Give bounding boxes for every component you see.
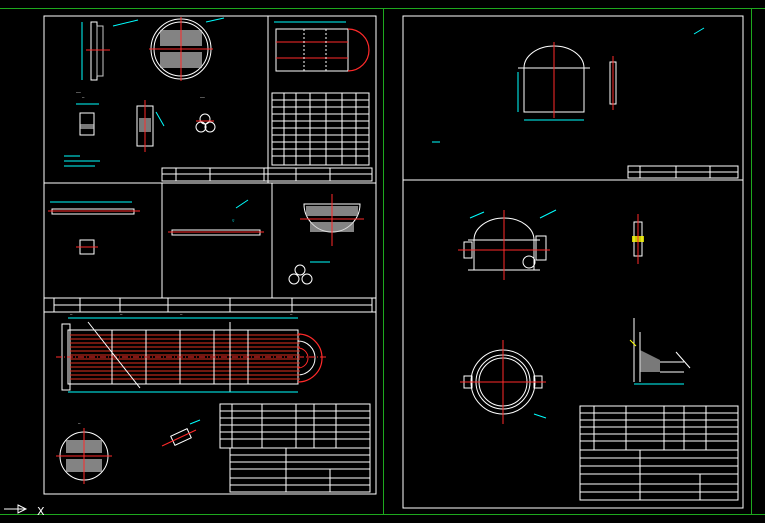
title-block <box>229 447 371 493</box>
weld-detail-view <box>629 318 691 385</box>
tube-schedule-table <box>271 92 370 166</box>
viewport-top-edge <box>0 8 765 9</box>
viewport-bottom-edge <box>0 514 765 515</box>
sheet-1-frame <box>43 15 377 495</box>
u-tube-elevation <box>274 21 370 72</box>
nozzle-table-strip <box>53 297 373 313</box>
notes-block <box>64 155 100 167</box>
detail-c: —— <box>195 95 216 133</box>
parts-list-table <box>219 403 371 449</box>
gasket-view <box>632 214 644 264</box>
tube-bundle <box>70 334 300 380</box>
sheet-2[interactable] <box>402 15 744 509</box>
svg-text:—: — <box>180 312 183 317</box>
tubesheet-front-view <box>149 17 225 81</box>
sheet-2-parts-list <box>579 405 739 451</box>
svg-text:—: — <box>82 95 85 100</box>
svg-text:—: — <box>70 312 73 317</box>
heat-exchanger-main-view: — — — — <box>56 312 328 393</box>
svg-text:—: — <box>290 312 293 317</box>
reference-strip <box>161 167 373 182</box>
tie-rod-view <box>48 201 140 255</box>
svg-text:—: — <box>120 312 123 317</box>
ucs-x-label: X <box>37 505 45 518</box>
svg-text:——: —— <box>200 95 205 100</box>
spacer-tube-view: ▽ <box>168 199 264 236</box>
sheet-1[interactable]: —— — —— <box>43 15 377 495</box>
detail-a: — <box>76 95 99 136</box>
svg-text:▽: ▽ <box>232 218 235 223</box>
sheet-2-title-block <box>579 449 739 501</box>
ucs-arrow-icon <box>4 504 28 514</box>
svg-text:—: — <box>78 421 81 426</box>
viewport-divider <box>383 8 384 515</box>
tubesheet-side-view: —— <box>76 19 139 95</box>
view-label: —— <box>76 90 81 95</box>
channel-elevation-view <box>458 209 557 280</box>
sheet-2-top-table <box>627 165 739 179</box>
tubesheet-bottom-view: — <box>56 421 112 484</box>
tie-rod-detail <box>161 419 201 447</box>
viewport-right-edge <box>751 8 752 515</box>
baffle-front-view <box>288 194 364 285</box>
flange-ring-view <box>460 340 547 424</box>
detail-b <box>136 100 165 152</box>
sheet-2-frame <box>402 15 744 509</box>
channel-cover-view <box>432 27 705 143</box>
